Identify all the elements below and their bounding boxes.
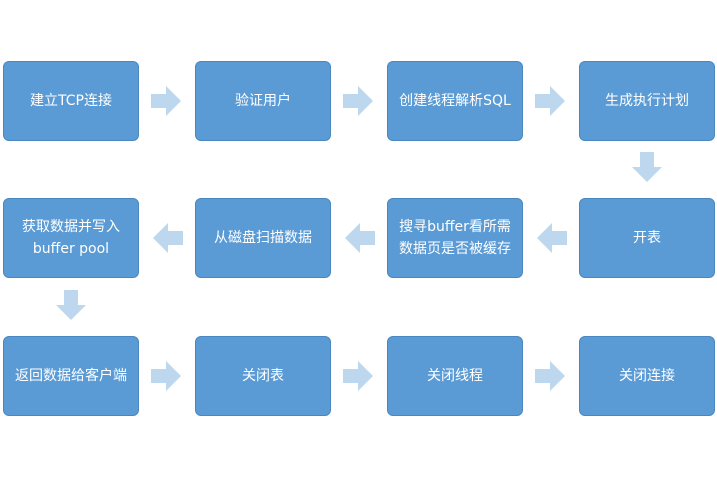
arrow-right-icon	[151, 86, 181, 116]
arrow-right-icon	[343, 86, 373, 116]
arrow-left-icon	[537, 223, 567, 253]
step-generate-execution-plan: 生成执行计划	[579, 61, 715, 141]
step-get-data-write-buffer-pool: 获取数据并写入 buffer pool	[3, 198, 139, 278]
step-close-thread: 关闭线程	[387, 336, 523, 416]
arrow-down-icon	[56, 290, 86, 320]
arrow-right-icon	[535, 361, 565, 391]
step-close-connection: 关闭连接	[579, 336, 715, 416]
arrow-right-icon	[151, 361, 181, 391]
step-close-table: 关闭表	[195, 336, 331, 416]
step-scan-data-from-disk: 从磁盘扫描数据	[195, 198, 331, 278]
arrow-left-icon	[153, 223, 183, 253]
arrow-right-icon	[343, 361, 373, 391]
arrow-down-icon	[632, 152, 662, 182]
arrow-right-icon	[535, 86, 565, 116]
arrow-left-icon	[345, 223, 375, 253]
step-open-table: 开表	[579, 198, 715, 278]
step-search-buffer-cache: 搜寻buffer看所需 数据页是否被缓存	[387, 198, 523, 278]
step-verify-user: 验证用户	[195, 61, 331, 141]
step-create-thread-parse-sql: 创建线程解析SQL	[387, 61, 523, 141]
step-return-data-to-client: 返回数据给客户端	[3, 336, 139, 416]
step-establish-tcp-connection: 建立TCP连接	[3, 61, 139, 141]
